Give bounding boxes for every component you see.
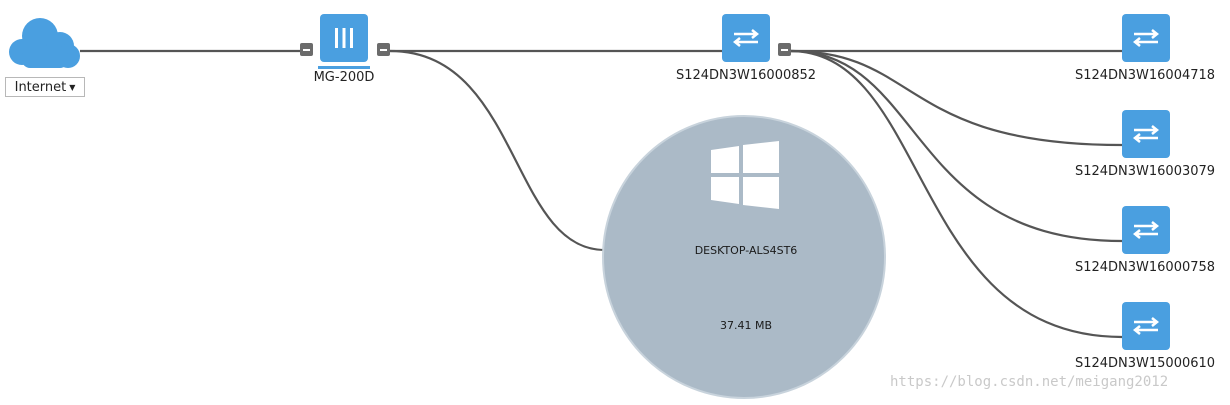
windows-logo-icon [711,141,779,209]
firewall-node[interactable] [320,14,368,62]
core-switch-node[interactable] [722,14,770,62]
switch-arrows-icon [1132,221,1160,239]
collapse-toggle-firewall-left[interactable] [300,43,313,56]
desktop-node[interactable]: DESKTOP-ALS4ST6 37.41 MB [602,115,886,399]
core-switch-label: S124DN3W16000852 [675,68,817,83]
switch-arrows-icon [1132,125,1160,143]
switch-arrows-icon [1132,317,1160,335]
link-core-switch-4 [789,49,1123,339]
desktop-traffic: 37.41 MB [719,319,773,332]
chevron-down-icon: ▼ [69,82,76,92]
collapse-toggle-firewall-right[interactable] [377,43,390,56]
cloud-icon [9,18,80,68]
link-core-switch-3 [789,49,1123,243]
watermark: https://blog.csdn.net/meigang2012 [890,374,1169,390]
access-switch-node[interactable] [1122,206,1170,254]
firewall-label: MG-200D [313,70,375,85]
internet-label: Internet [14,79,67,95]
firewall-selected-underline [318,66,370,69]
access-switch-label: S124DN3W16003079 [1074,164,1216,179]
access-switch-label: S124DN3W16004718 [1074,68,1216,83]
link-firewall-desktop [389,49,606,252]
access-switch-label: S124DN3W16000758 [1074,260,1216,275]
access-switch-node[interactable] [1122,302,1170,350]
access-switch-label: S124DN3W15000610 [1074,356,1216,371]
access-switch-node[interactable] [1122,14,1170,62]
desktop-name: DESKTOP-ALS4ST6 [694,244,798,257]
collapse-toggle-core-switch[interactable] [778,43,791,56]
switch-arrows-icon [1132,29,1160,47]
internet-dropdown[interactable]: Internet ▼ [5,77,85,97]
access-switch-node[interactable] [1122,110,1170,158]
link-core-switch-2 [789,49,1123,147]
firewall-icon [335,28,353,48]
switch-arrows-icon [732,29,760,47]
